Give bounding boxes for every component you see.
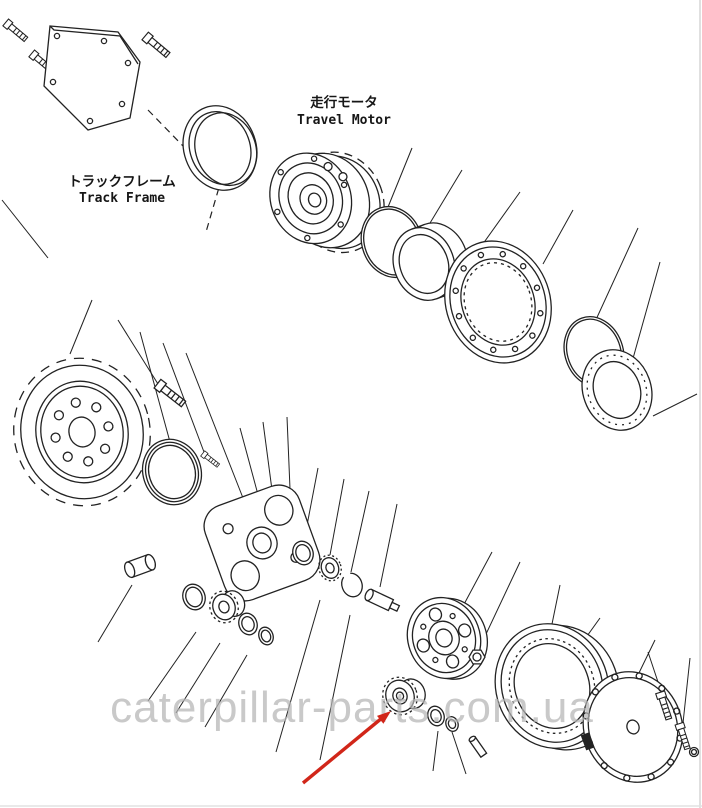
washer xyxy=(258,626,274,646)
planet-gear xyxy=(318,554,342,582)
hex-nut xyxy=(468,649,486,665)
red-pointer-arrow xyxy=(301,711,391,785)
stud-bolt xyxy=(200,450,221,469)
thrust-washer xyxy=(182,583,206,611)
mounting-bolt xyxy=(141,31,172,60)
washer xyxy=(427,705,445,727)
floating-seal-ring xyxy=(581,349,653,431)
planet-carrier xyxy=(203,484,321,602)
snap-ring xyxy=(341,572,363,598)
coupling-hub xyxy=(406,596,488,680)
seal-ring xyxy=(141,438,203,506)
spacer-ring xyxy=(292,540,314,566)
mounting-bolt xyxy=(2,18,30,44)
travel-motor-label-en: Travel Motor xyxy=(297,113,391,128)
planet-shaft xyxy=(364,588,401,613)
ring-gear-housing xyxy=(444,240,552,364)
track-frame-label-jp: トラックフレーム xyxy=(68,174,176,190)
washer xyxy=(238,612,258,636)
watermark-text: caterpillar-parts.com.ua xyxy=(110,683,594,732)
parallel-pin xyxy=(123,553,157,579)
track-frame-cover-plate xyxy=(43,25,141,131)
internal-ring-gear xyxy=(494,623,620,751)
drive-sprocket xyxy=(13,357,151,507)
washer xyxy=(445,716,459,732)
drive-pinion-gear xyxy=(382,676,426,716)
track-frame-dashed-outline xyxy=(147,109,221,233)
sun-gear xyxy=(209,590,246,624)
motor-housing-ring xyxy=(182,105,258,191)
washer xyxy=(688,746,700,758)
dowel-pin xyxy=(468,735,488,759)
track-frame-label-en: Track Frame xyxy=(79,191,165,206)
travel-motor-assembly xyxy=(269,151,385,254)
travel-motor-label-jp: 走行モータ xyxy=(310,94,378,111)
